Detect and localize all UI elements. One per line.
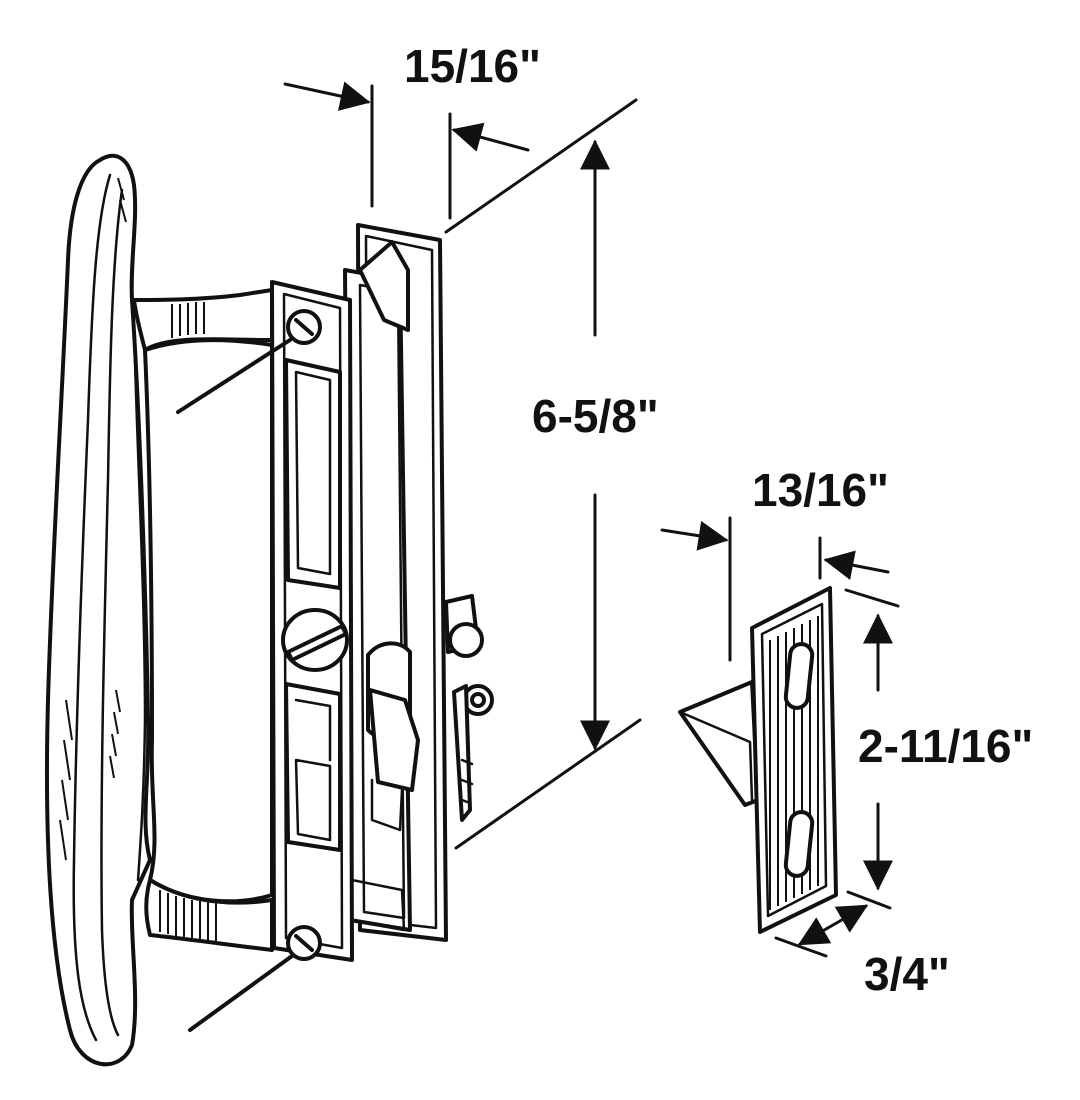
label-body-depth: 15/16" (404, 40, 541, 92)
screw-top-leader (176, 338, 292, 414)
screw-top-icon (286, 309, 322, 345)
dimension-keeper-depth (660, 516, 890, 662)
keeper-hook (678, 680, 760, 807)
label-keeper-depth: 13/16" (752, 464, 889, 516)
handle-grip (44, 153, 152, 1067)
handle-lower-arm (144, 878, 274, 952)
screw-bottom-icon (286, 925, 322, 961)
front-plate (270, 280, 354, 962)
screw-bottom-leader (188, 954, 294, 1032)
dimension-keeper-width (774, 904, 869, 958)
handle-grip-contour (72, 173, 112, 1042)
dimension-keeper-height (844, 588, 900, 910)
handle (44, 153, 274, 1067)
handle-recess (143, 338, 274, 904)
label-keeper-width: 3/4" (864, 948, 950, 1000)
label-keeper-height: 2-11/16" (858, 720, 1033, 772)
dimension-body-height (444, 98, 642, 850)
upper-slot (284, 358, 342, 590)
label-body-height: 6-5/8" (532, 390, 659, 442)
key-icon (448, 622, 494, 822)
latch-hook (358, 240, 410, 332)
lower-slot (284, 682, 342, 852)
dimension-body-depth (283, 81, 530, 220)
keeper (678, 586, 838, 934)
